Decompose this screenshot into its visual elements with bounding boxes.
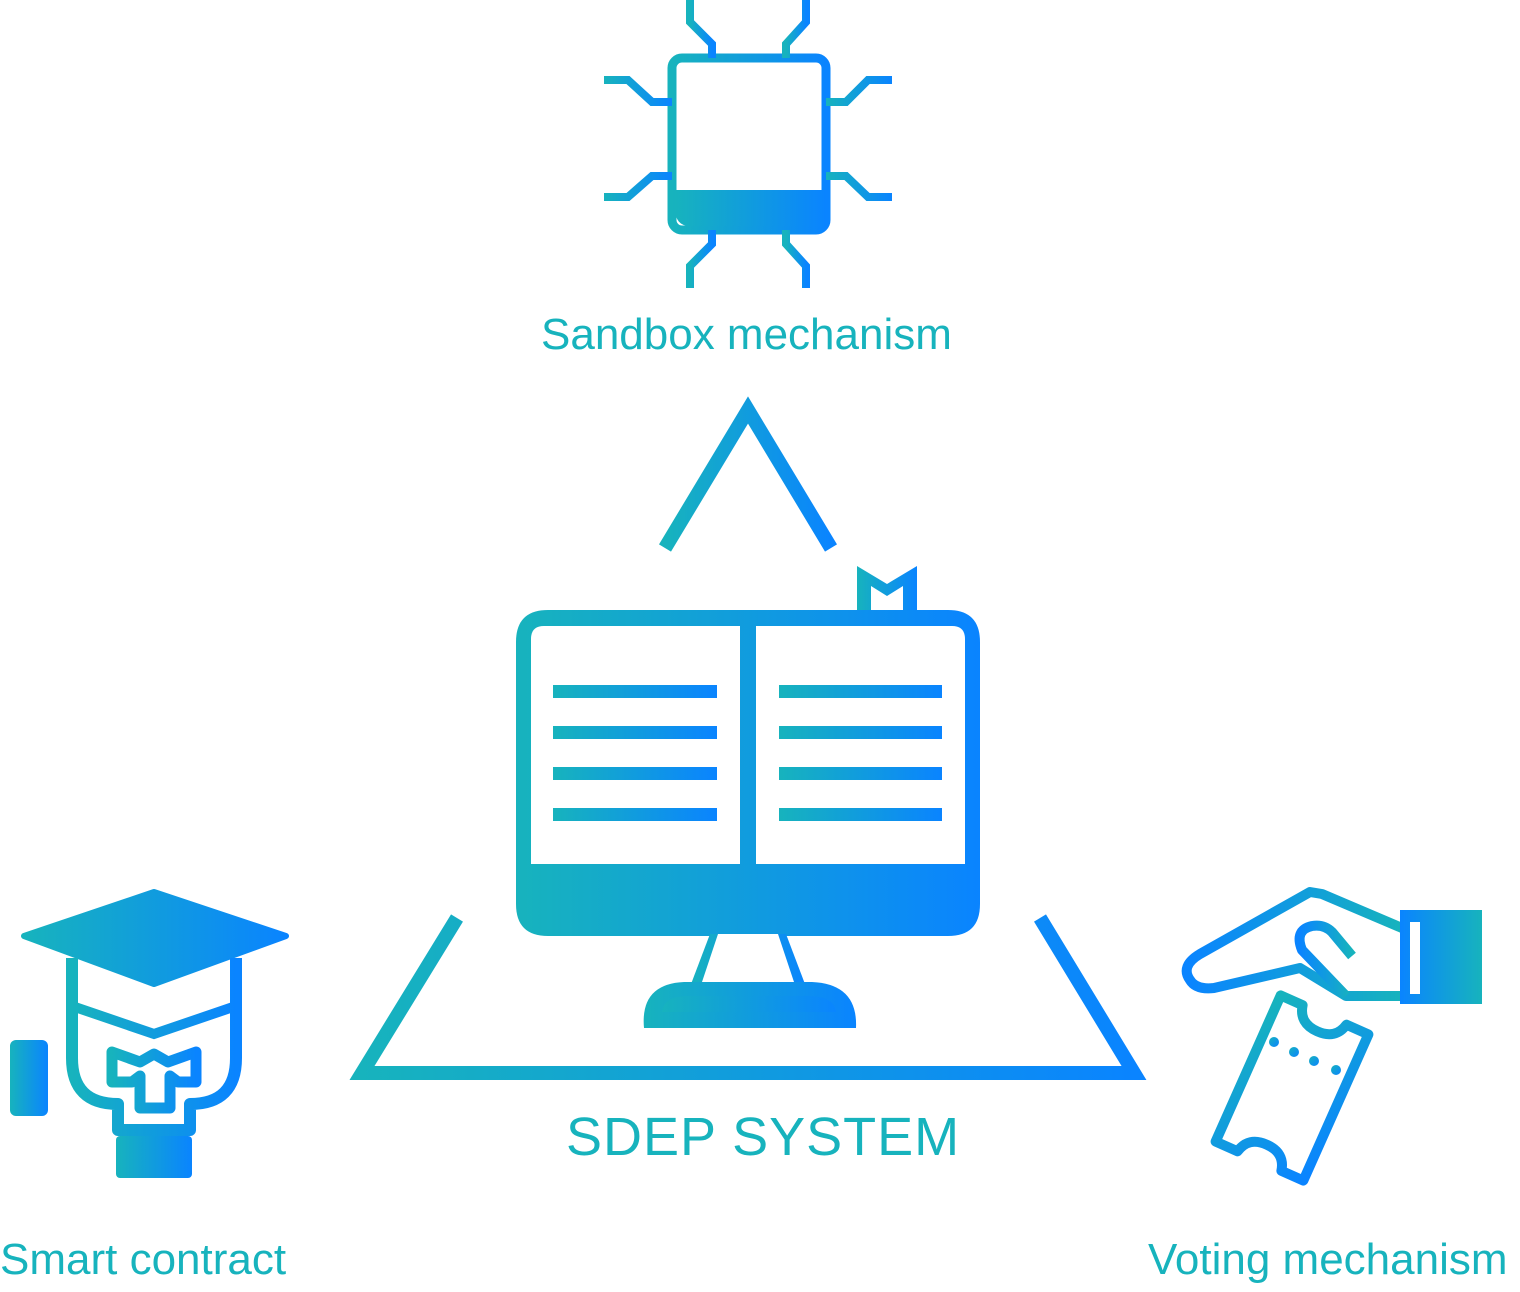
hand-ticket-icon [1181, 887, 1482, 1186]
sandbox-mechanism-label: Sandbox mechanism [541, 310, 952, 359]
sdep-system-label: SDEP SYSTEM [566, 1107, 961, 1167]
voting-mechanism-label: Voting mechanism [1148, 1235, 1508, 1284]
chip-book-icon [604, 0, 892, 288]
triangle-base [349, 914, 1147, 1080]
triangle-apex [659, 396, 837, 552]
smart-contract-label: Smart contract [0, 1235, 287, 1284]
computer-monitor-book-icon [516, 566, 980, 1028]
graduation-cap-bulb-icon [10, 889, 289, 1178]
